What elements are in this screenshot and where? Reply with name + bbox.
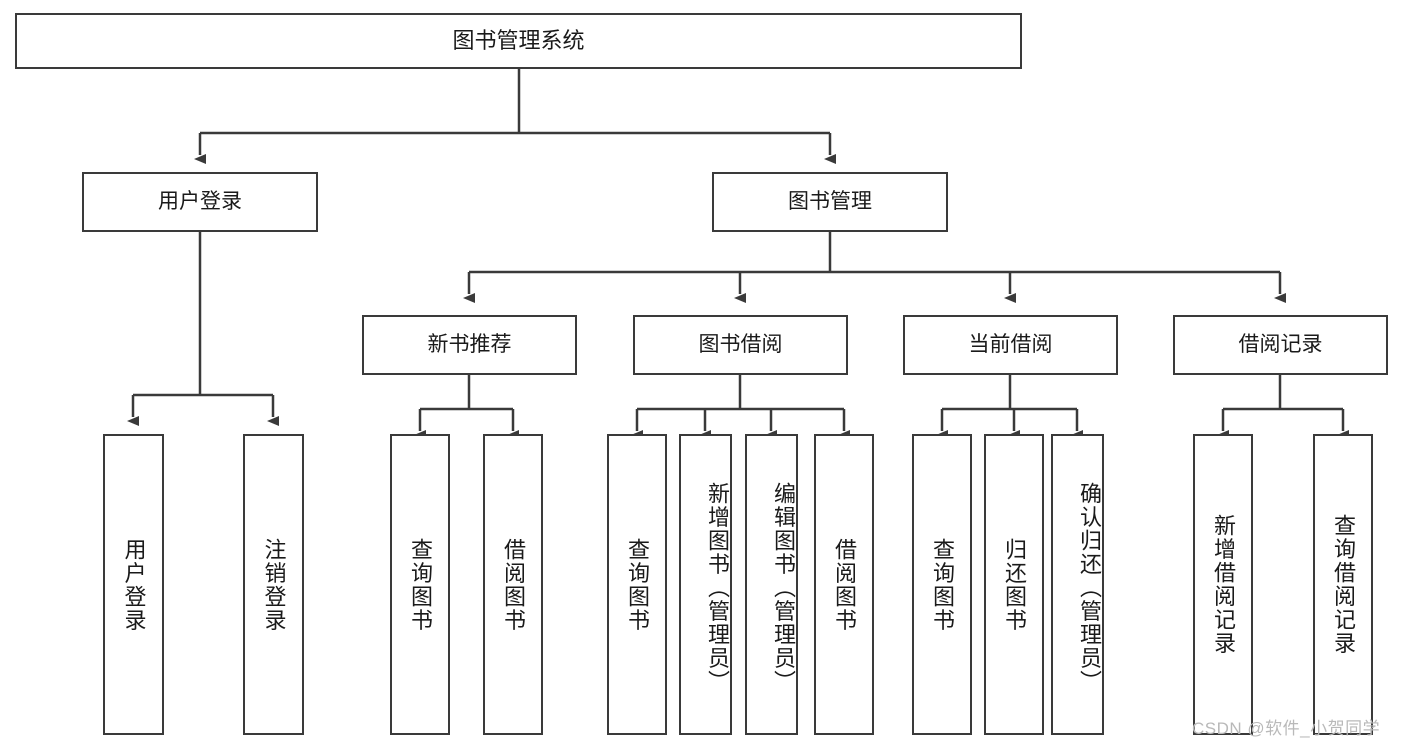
node-label: 借阅图书: [500, 537, 526, 632]
node-level3-0: 新书推荐: [362, 315, 577, 375]
node-leaf-3: 借阅图书: [483, 434, 543, 735]
node-label: 归还图书: [1001, 537, 1027, 632]
node-level3-2: 当前借阅: [903, 315, 1118, 375]
node-leaf-5: 新增图书（管理员）: [679, 434, 732, 735]
node-leaf-11: 新增借阅记录: [1193, 434, 1253, 735]
node-label: 查询图书: [624, 537, 650, 632]
node-leaf-10: 确认归还（管理员）: [1051, 434, 1104, 735]
node-leaf-6: 编辑图书（管理员）: [745, 434, 798, 735]
node-label: 查询图书: [407, 537, 433, 632]
watermark-text: CSDN @软件_小贺同学: [1192, 719, 1381, 738]
node-label: 注销登录: [261, 537, 287, 632]
node-label: 图书管理: [788, 189, 872, 213]
node-level3-1: 图书借阅: [633, 315, 848, 375]
node-leaf-4: 查询图书: [607, 434, 667, 735]
node-level2-0: 用户登录: [82, 172, 318, 232]
node-label: 用户登录: [121, 537, 147, 632]
node-level2-1: 图书管理: [712, 172, 948, 232]
node-label: 查询图书: [929, 537, 955, 632]
node-label: 图书管理系统: [452, 28, 585, 54]
node-leaf-2: 查询图书: [390, 434, 450, 735]
node-label: 图书借阅: [698, 332, 783, 356]
node-level3-3: 借阅记录: [1173, 315, 1388, 375]
node-label: 确认归还（管理员）: [1077, 481, 1102, 694]
node-label: 新增图书（管理员）: [705, 481, 730, 694]
node-leaf-0: 用户登录: [103, 434, 164, 735]
node-leaf-8: 查询图书: [912, 434, 972, 735]
node-label: 新增借阅记录: [1210, 514, 1236, 655]
node-leaf-9: 归还图书: [984, 434, 1044, 735]
node-label: 新书推荐: [427, 332, 512, 356]
node-label: 当前借阅: [968, 332, 1053, 356]
node-label: 借阅图书: [831, 537, 857, 632]
node-leaf-12: 查询借阅记录: [1313, 434, 1373, 735]
node-leaf-7: 借阅图书: [814, 434, 874, 735]
node-label: 编辑图书（管理员）: [771, 481, 796, 694]
node-leaf-1: 注销登录: [243, 434, 304, 735]
node-label: 用户登录: [158, 189, 242, 213]
node-root: 图书管理系统: [15, 13, 1022, 69]
node-label: 查询借阅记录: [1330, 514, 1356, 655]
node-label: 借阅记录: [1238, 332, 1323, 356]
